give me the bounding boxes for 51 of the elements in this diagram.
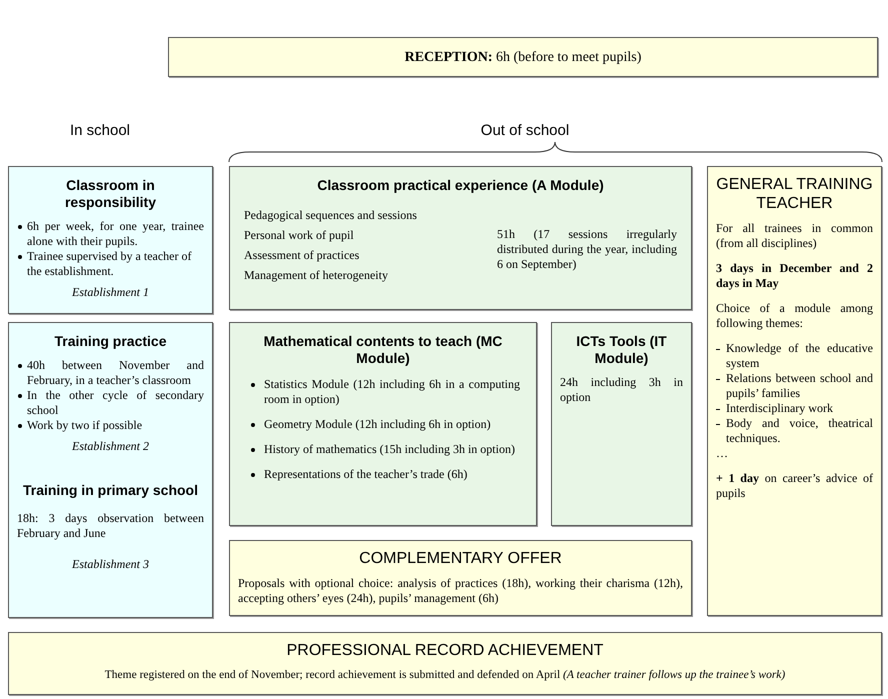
- body-text: 51h (17 sessions irregularly distributed during the year, including 6 on September): [497, 226, 677, 272]
- body-text: Choice of a module among following themes:: [716, 301, 873, 331]
- module-box: [8, 166, 213, 314]
- box-heading: RECEPTION: 6h (before to meet pupils): [404, 48, 642, 66]
- box-heading: Training in primary school: [22, 482, 200, 499]
- topic-text: Personal work of pupil: [244, 228, 355, 243]
- body-text: …: [716, 446, 729, 461]
- bullet-item: 40h between November and February, in a teacher’s classroom: [17, 358, 204, 388]
- module-box: [229, 322, 537, 526]
- bullet-item: Representations of the teacher’s trade (6h): [238, 467, 520, 482]
- establishment-note: Establishment 1: [71, 285, 150, 300]
- body-text: 24h including 3h in option: [560, 375, 683, 405]
- body-text: + 1 day on career’s advice of pupils: [716, 471, 873, 501]
- box-heading: Classroom practical experience (A Module): [316, 177, 605, 194]
- box-heading: Classroom in responsibility: [64, 177, 158, 211]
- box-heading: GENERAL TRAINING TEACHER: [716, 175, 873, 213]
- column-heading: Out of school: [480, 122, 570, 139]
- box-heading: COMPLEMENTARY OFFER: [358, 549, 563, 568]
- column-heading: In school: [68, 122, 132, 139]
- bullet-item: Work by two if possible: [17, 418, 204, 433]
- bullet-item: Geometry Module (12h including 6h in option): [238, 417, 520, 432]
- body-text: Theme registered on the end of November; record achievement is submitted and defended on April (A teacher trainer follows up the trainee’s work): [104, 668, 786, 683]
- topic-text: Assessment of practices: [244, 248, 360, 263]
- establishment-note: Establishment 2: [71, 439, 150, 454]
- list-item: Body and voice, theatrical techniques.: [716, 416, 873, 446]
- list-item: Knowledge of the educative system: [716, 341, 873, 371]
- body-text: 3 days in December and 2 days in May: [716, 261, 873, 291]
- topic-text: Management of heterogeneity: [244, 268, 389, 283]
- establishment-note: Establishment 3: [71, 557, 150, 572]
- header-banner: [168, 37, 878, 77]
- body-text: 18h: 3 days observation between February and June: [17, 511, 204, 541]
- module-box: [229, 166, 692, 310]
- list-item: Relations between school and pupils’ families: [716, 371, 873, 401]
- module-box: [8, 632, 882, 695]
- module-box: [8, 322, 213, 618]
- bullet-item: Trainee supervised by a teacher of the establishment.: [17, 249, 204, 279]
- body-text: Proposals with optional choice: analysis of practices (18h), working their charisma (12h), accepting others’ eyes (24h), pupils’ management (6h): [238, 576, 683, 606]
- bullet-item: 6h per week, for one year, trainee alone with their pupils.: [17, 219, 204, 249]
- bullet-item: History of mathematics (15h including 3h in option): [238, 442, 520, 457]
- list-item: Interdisciplinary work: [716, 401, 873, 416]
- module-box: [707, 166, 882, 616]
- module-box: [551, 322, 692, 526]
- box-heading: Mathematical contents to teach (MC Module): [262, 333, 504, 367]
- box-heading: Training practice: [53, 333, 168, 350]
- body-text: For all trainees in common (from all disciplines): [716, 221, 873, 251]
- bullet-item: Statistics Module (12h including 6h in a computing room in option): [238, 377, 520, 407]
- module-box: [229, 540, 692, 616]
- bullet-item: In the other cycle of secondary school: [17, 388, 204, 418]
- box-heading: ICTs Tools (IT Module): [575, 333, 668, 367]
- topic-text: Pedagogical sequences and sessions: [244, 208, 418, 223]
- box-heading: PROFESSIONAL RECORD ACHIEVEMENT: [286, 641, 604, 660]
